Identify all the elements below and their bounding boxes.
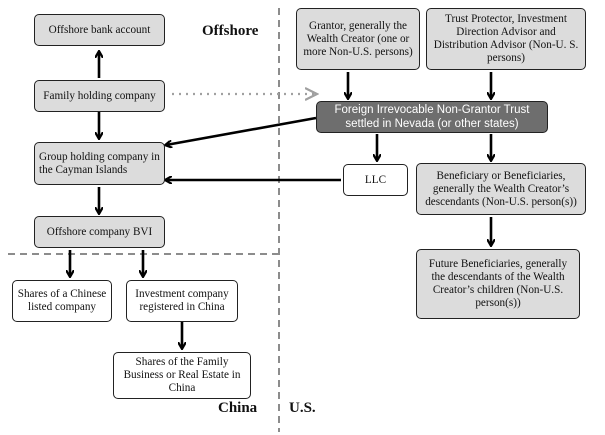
- llc-box: LLC: [343, 164, 408, 196]
- beneficiaries-box: Beneficiary or Beneficiaries, generally …: [416, 163, 586, 215]
- future-beneficiaries-box: Future Beneficiaries, generally the desc…: [416, 249, 580, 319]
- offshore-bank-account-box: Offshore bank account: [34, 14, 165, 46]
- region-label-us: U.S.: [289, 400, 316, 416]
- region-label-china: China: [218, 400, 258, 416]
- shares-chinese-listed-company-box: Shares of a Chinese listed company: [12, 280, 112, 322]
- group-holding-company-box: Group holding company in the Cayman Isla…: [34, 142, 165, 185]
- offshore-company-bvi-box: Offshore company BVI: [34, 216, 165, 248]
- shares-family-business-box: Shares of the Family Business or Real Es…: [113, 352, 251, 399]
- arrow-trust-to-group: [166, 116, 317, 145]
- family-holding-company-box: Family holding company: [34, 80, 165, 112]
- region-label-offshore: Offshore: [202, 23, 259, 39]
- grantor-box: Grantor, generally the Wealth Creator (o…: [296, 8, 420, 70]
- foreign-trust-box: Foreign Irrevocable Non-Grantor Trust se…: [316, 101, 548, 133]
- trust-protector-box: Trust Protector, Investment Direction Ad…: [426, 8, 586, 70]
- investment-company-china-box: Investment company registered in China: [126, 280, 238, 322]
